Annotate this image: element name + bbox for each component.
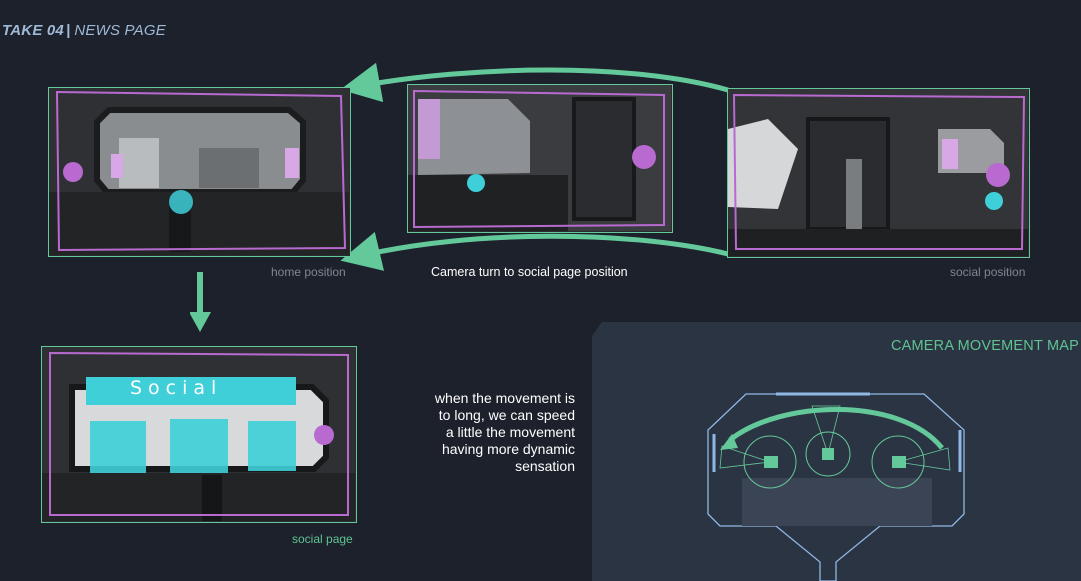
movement-note: when the movement is to long, we can spe… bbox=[434, 390, 575, 474]
map-camera-center bbox=[822, 448, 834, 460]
home-position-frame bbox=[48, 87, 351, 257]
title-separator: | bbox=[65, 22, 71, 39]
map-camera-right bbox=[892, 456, 906, 468]
social-page-frame: Social bbox=[41, 346, 357, 523]
page-title: TAKE 04|NEWS PAGE bbox=[2, 22, 166, 39]
camera-map-panel bbox=[592, 322, 1081, 581]
map-camera-left bbox=[764, 456, 778, 468]
arrow-top bbox=[340, 62, 729, 103]
page-name: NEWS PAGE bbox=[74, 22, 166, 39]
camera-map-title: CAMERA MOVEMENT MAP bbox=[890, 338, 1079, 354]
camera-map-diagram bbox=[707, 392, 965, 581]
transition-caption: Camera turn to social page position bbox=[431, 265, 628, 279]
map-arc bbox=[728, 407, 944, 450]
social-position-caption: social position bbox=[950, 265, 1026, 279]
flow-arrows bbox=[190, 62, 729, 332]
home-position-caption: home position bbox=[271, 265, 346, 279]
social-label: Social bbox=[130, 377, 223, 399]
social-position-frame bbox=[727, 88, 1030, 258]
transition-frame bbox=[407, 84, 673, 233]
arrow-bottom bbox=[340, 231, 729, 271]
social-page-caption: social page bbox=[292, 532, 353, 546]
take-label: TAKE 04 bbox=[2, 22, 64, 39]
